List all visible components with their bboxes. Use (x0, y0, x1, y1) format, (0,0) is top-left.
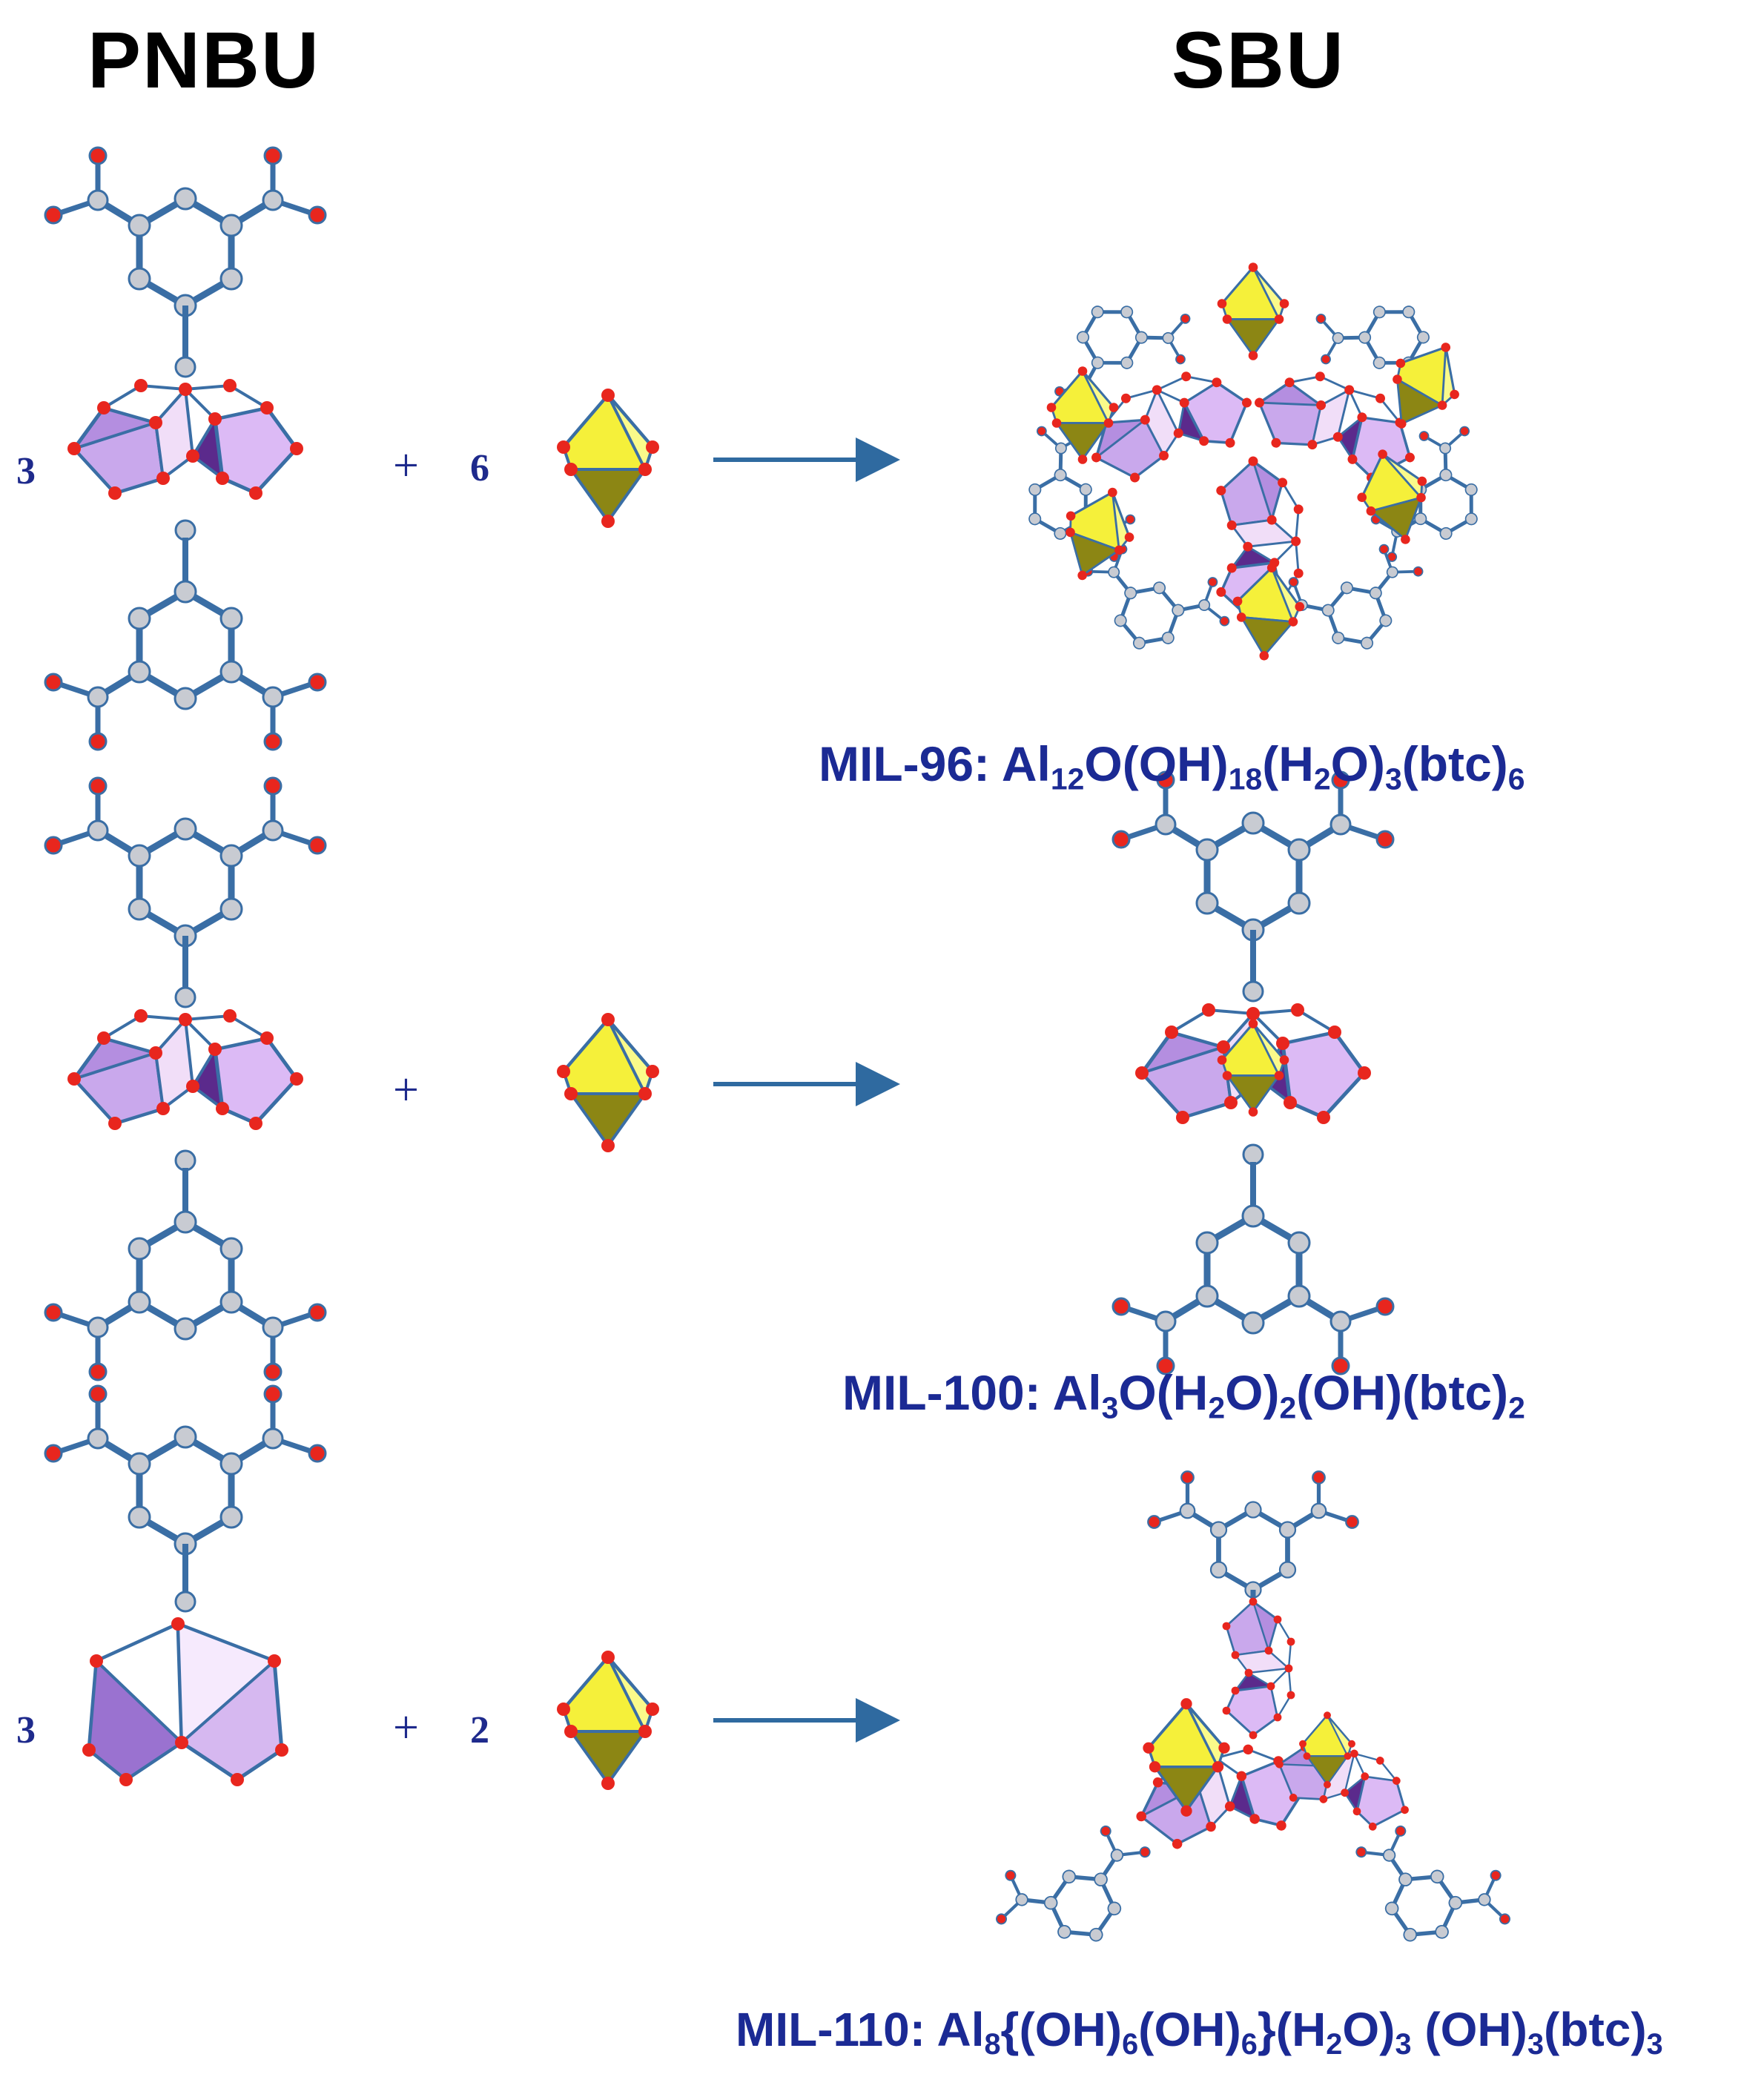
row-1-octahedron-coefficient: 6 (470, 447, 489, 489)
row-3-pnbu-coefficient: 3 (16, 1709, 36, 1751)
row-3-octahedron-coefficient: 2 (470, 1709, 489, 1751)
row-3-octahedron (557, 1651, 659, 1790)
pnbu-header: PNBU (87, 15, 321, 105)
row-1-sbu-mil96 (991, 261, 1515, 675)
formula-mil-110: MIL-110: Al8{(OH)6(OH)6}(H2O)3 (OH)3(btc… (736, 2003, 1663, 2061)
row-1-pnbu-coefficient: 3 (16, 450, 36, 492)
row-2-plus-sign: + (393, 1065, 419, 1115)
formula-mil-96: MIL-96: Al12O(OH)18(H2O)3(btc)6 (819, 736, 1525, 796)
row-2-pnbu-molecule (45, 778, 326, 1380)
sbu-header: SBU (1172, 15, 1346, 105)
row-3-plus-sign: + (393, 1703, 419, 1753)
row-1-plus-sign: + (393, 440, 419, 491)
row-1-octahedron (557, 389, 659, 528)
formula-mil-100: MIL-100: Al3O(H2O)2(OH)(btc)2 (842, 1365, 1525, 1425)
row-3-sbu-mil110 (980, 1471, 1526, 1975)
row-3-pnbu-molecule (45, 1386, 326, 1786)
row-2-sbu-mil100 (1113, 772, 1393, 1374)
row-1-pnbu-molecule (45, 148, 326, 750)
row-2-octahedron (557, 1013, 659, 1152)
